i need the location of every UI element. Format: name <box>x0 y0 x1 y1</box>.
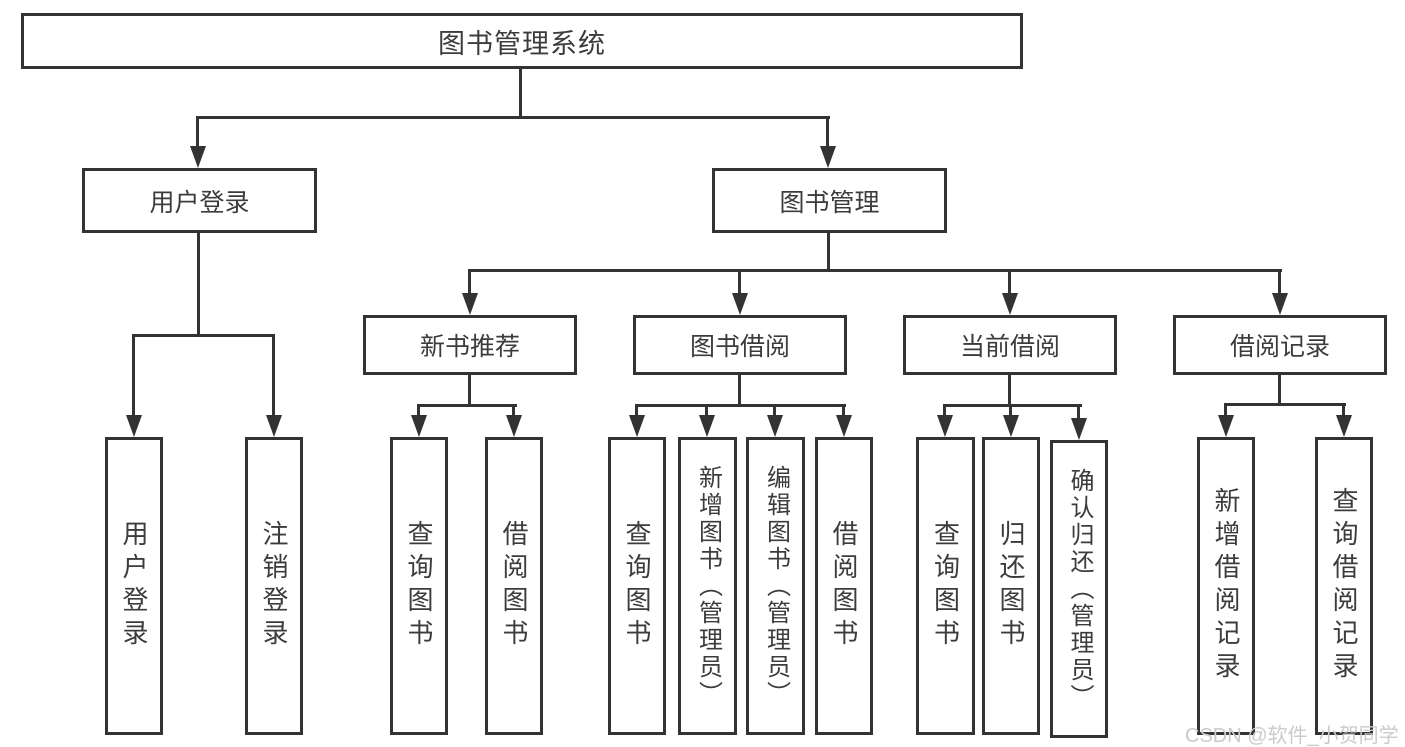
connector-line <box>512 404 515 417</box>
leaf-query-books-current-label: 查询图书 <box>930 520 961 652</box>
leaf-borrow-books-recommend-label: 借阅图书 <box>499 520 529 652</box>
arrow-down-icon <box>462 293 478 315</box>
connector-line <box>1077 404 1080 420</box>
leaf-add-borrow-record-label: 新增借阅记录 <box>1211 487 1241 685</box>
arrow-down-icon <box>836 415 852 437</box>
connector-line <box>196 116 830 119</box>
node-book-management-label: 图书管理 <box>779 188 880 217</box>
connector-line <box>1278 375 1281 406</box>
node-borrow-records-label: 借阅记录 <box>1229 333 1330 361</box>
arrow-down-icon <box>767 415 783 437</box>
node-user-login-label: 用户登录 <box>149 188 250 217</box>
leaf-add-book-admin: 新增图书（管理员） <box>678 437 737 735</box>
leaf-query-books-borrow: 查询图书 <box>608 437 666 735</box>
leaf-query-borrow-record-label: 查询借阅记录 <box>1329 487 1359 685</box>
leaf-edit-book-admin-label: 编辑图书（管理员） <box>762 464 790 708</box>
leaf-borrow-books-recommend: 借阅图书 <box>485 437 543 735</box>
node-book-borrow-label: 图书借阅 <box>689 333 790 361</box>
arrow-down-icon <box>820 146 836 168</box>
node-borrow-records: 借阅记录 <box>1173 315 1387 375</box>
node-new-book-recommend-label: 新书推荐 <box>419 333 520 361</box>
connector-line <box>1008 269 1011 295</box>
connector-line <box>519 69 522 119</box>
node-root-label: 图书管理系统 <box>438 28 606 59</box>
node-user-login: 用户登录 <box>82 168 317 233</box>
leaf-edit-book-admin: 编辑图书（管理员） <box>746 437 805 735</box>
node-new-book-recommend: 新书推荐 <box>363 315 577 375</box>
leaf-query-books-recommend: 查询图书 <box>390 437 448 735</box>
leaf-query-books-borrow-label: 查询图书 <box>622 520 652 652</box>
connector-line <box>468 269 471 295</box>
arrow-down-icon <box>411 415 427 437</box>
leaf-borrow-books-2: 借阅图书 <box>815 437 873 735</box>
leaf-query-books-recommend-label: 查询图书 <box>404 520 434 652</box>
connector-line <box>1342 403 1345 417</box>
connector-line <box>1009 404 1012 417</box>
arrow-down-icon <box>732 293 748 315</box>
connector-line <box>1008 375 1011 407</box>
leaf-add-book-admin-label: 新增图书（管理员） <box>694 464 722 708</box>
leaf-add-borrow-record: 新增借阅记录 <box>1197 437 1255 735</box>
connector-line <box>943 404 1082 407</box>
node-current-borrow-label: 当前借阅 <box>959 333 1060 361</box>
connector-line <box>417 404 420 417</box>
leaf-user-login: 用户登录 <box>105 437 163 735</box>
node-book-management: 图书管理 <box>712 168 947 233</box>
arrow-down-icon <box>1003 415 1019 437</box>
arrow-down-icon <box>1336 415 1352 437</box>
arrow-down-icon <box>1071 418 1087 440</box>
leaf-query-books-current: 查询图书 <box>916 437 975 735</box>
connector-line <box>197 233 200 337</box>
arrow-down-icon <box>266 415 282 437</box>
leaf-query-borrow-record: 查询借阅记录 <box>1315 437 1373 735</box>
leaf-user-login-label: 用户登录 <box>119 520 149 652</box>
node-current-borrow: 当前借阅 <box>903 315 1117 375</box>
connector-line <box>468 269 1282 272</box>
connector-line <box>468 375 471 407</box>
connector-line <box>705 404 708 417</box>
node-root: 图书管理系统 <box>21 13 1023 69</box>
connector-line <box>272 334 275 417</box>
arrow-down-icon <box>1002 293 1018 315</box>
leaf-return-books: 归还图书 <box>982 437 1040 735</box>
connector-line <box>827 233 830 272</box>
arrow-down-icon <box>126 415 142 437</box>
arrow-down-icon <box>1218 415 1234 437</box>
connector-line <box>1224 403 1227 417</box>
connector-line <box>826 116 829 148</box>
csdn-watermark: CSDN @软件_小贺同学 <box>1185 725 1399 747</box>
leaf-confirm-return-admin-label: 确认归还（管理员） <box>1066 467 1093 711</box>
connector-line <box>842 404 845 417</box>
connector-line <box>1224 403 1346 406</box>
arrow-down-icon <box>937 415 953 437</box>
arrow-down-icon <box>1272 293 1288 315</box>
connector-line <box>196 116 199 148</box>
arrow-down-icon <box>506 415 522 437</box>
connector-line <box>635 404 846 407</box>
leaf-return-books-label: 归还图书 <box>996 520 1026 652</box>
arrow-down-icon <box>190 146 206 168</box>
connector-line <box>635 404 638 417</box>
leaf-logout-login-label: 注销登录 <box>259 520 289 652</box>
connector-line <box>132 334 135 417</box>
connector-line <box>738 269 741 295</box>
node-book-borrow: 图书借阅 <box>633 315 847 375</box>
connector-line <box>773 404 776 417</box>
leaf-logout-login: 注销登录 <box>245 437 303 735</box>
connector-line <box>417 404 517 407</box>
leaf-borrow-books-2-label: 借阅图书 <box>829 520 859 652</box>
connector-line <box>132 334 275 337</box>
arrow-down-icon <box>629 415 645 437</box>
arrow-down-icon <box>699 415 715 437</box>
connector-line <box>1278 269 1281 295</box>
connector-line <box>943 404 946 417</box>
leaf-confirm-return-admin: 确认归还（管理员） <box>1050 440 1108 738</box>
connector-line <box>738 375 741 407</box>
